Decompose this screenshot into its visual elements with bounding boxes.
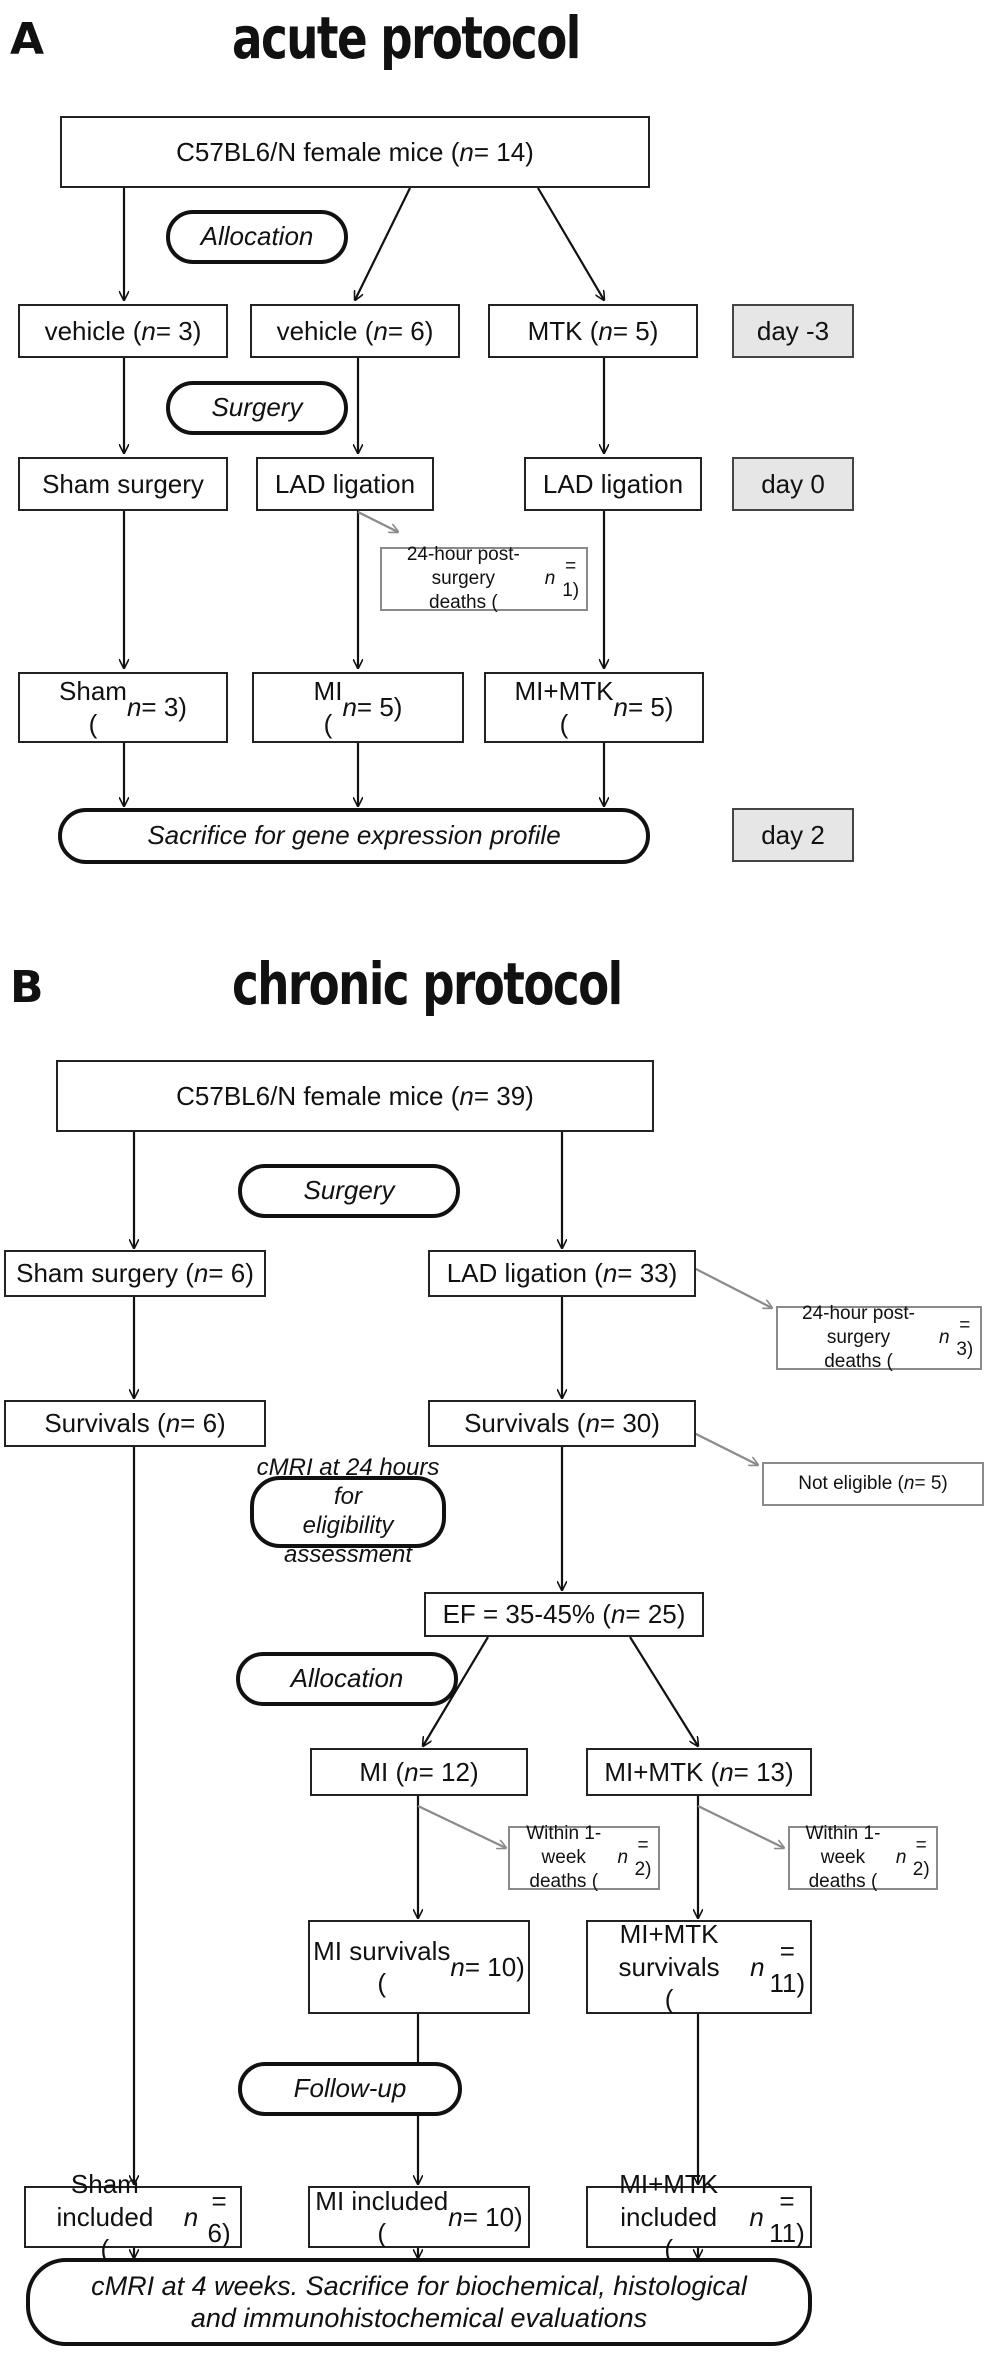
b-mi-mtk-box: MI+MTK (n = 13) [586,1748,812,1796]
b-mi-mtk-included-box: MI+MTK included (n = 11) [586,2169,812,2264]
panel-b-title: chronic protocol [232,950,623,1018]
b-mi-survivals-box: MI survivals (n = 10) [308,1920,530,2014]
arrow-b-deaths-week-mtk [697,1805,784,1848]
b-deaths-week-mi-box: Within 1-week deaths (n = 2) [508,1823,660,1892]
a-vehicle-lad-box: vehicle (n = 6) [250,304,460,358]
b-mi-box: MI (n = 12) [310,1748,528,1796]
a-day-2: day 2 [732,808,854,862]
b-deaths-24h-box: 24-hour post-surgery deaths (n = 3) [776,1303,982,1372]
a-lad-ligation-mtk-box: LAD ligation [524,457,702,511]
b-surgery-pill: Surgery [238,1164,460,1218]
a-lad-ligation-box: LAD ligation [256,457,434,511]
arrow-a-mice-vehicle6 [355,187,411,300]
a-vehicle-sham-box: vehicle (n = 3) [18,304,228,358]
b-mice-box: C57BL6/N female mice (n = 39) [56,1060,654,1132]
arrow-b-deaths-week-mi [417,1805,506,1848]
b-lad-ligation-box: LAD ligation (n = 33) [428,1250,696,1297]
a-mi-group-box: MI (n = 5) [252,672,464,743]
a-sham-surgery-box: Sham surgery [18,457,228,511]
arrow-b-ef-mi [423,1636,489,1746]
b-sham-surgery-box: Sham surgery (n = 6) [4,1250,266,1297]
a-day-minus3: day -3 [732,304,854,358]
arrow-a-deaths [357,511,398,532]
b-final-pill: cMRI at 4 weeks. Sacrifice for biochemic… [26,2258,812,2346]
arrow-a-mice-mtk [537,187,604,300]
b-follow-up-pill: Follow-up [238,2062,462,2116]
arrow-b-ef-mimtk [629,1636,698,1746]
b-not-eligible-box: Not eligible (n = 5) [762,1462,984,1506]
b-sham-included-box: Sham included (n = 6) [24,2169,242,2264]
arrow-b-deaths24 [689,1265,772,1308]
b-deaths-week-mtk-box: Within 1-week deaths (n = 2) [788,1823,938,1892]
b-cmri-24h-pill: cMRI at 24 hours for eligibility assessm… [250,1454,446,1568]
a-mice-box: C57BL6/N female mice (n = 14) [60,116,650,188]
panel-a-title: acute protocol [232,4,581,72]
a-sham-group-box: Sham (n = 3) [18,672,228,743]
b-survivals-lad-box: Survivals (n = 30) [428,1400,696,1447]
panel-b-label: B [10,962,44,1013]
b-mi-included-box: MI included (n = 10) [308,2186,530,2248]
b-allocation-pill: Allocation [236,1652,458,1706]
b-ef-box: EF = 35-45% (n = 25) [424,1592,704,1637]
a-deaths-box: 24-hour post-surgery deaths (n = 1) [380,544,588,613]
a-surgery-pill: Surgery [166,381,348,435]
a-sacrifice-pill: Sacrifice for gene expression profile [58,808,650,864]
panel-a-label: A [10,14,45,65]
a-day-0: day 0 [732,457,854,511]
b-mi-mtk-survivals-box: MI+MTK survivals (n = 11) [586,1919,812,2014]
b-survivals-sham-box: Survivals (n = 6) [4,1400,266,1447]
a-mtk-box: MTK (n = 5) [488,304,698,358]
a-mi-mtk-group-box: MI+MTK (n = 5) [484,672,704,743]
a-allocation-pill: Allocation [166,210,348,264]
